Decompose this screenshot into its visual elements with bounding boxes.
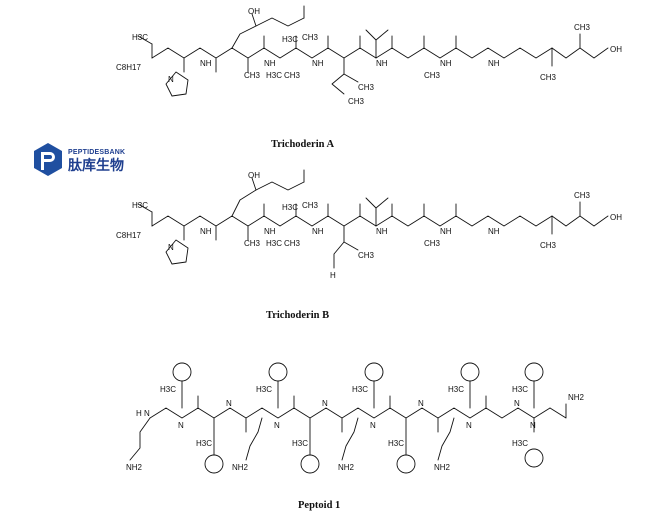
peptoid-1-h3c-1: H3C [160,385,176,394]
trichoderin-a-ch3-f: CH3 [424,71,441,80]
peptoid-1-nh2-d: NH2 [434,463,451,472]
trichoderin-b-h3c-c: H3C [266,239,282,248]
peptoid-1-n5: N [370,421,376,430]
trichoderin-b-ch3-b: CH3 [302,201,319,210]
logo-letter-p-icon [41,152,55,170]
trichoderin-a-nh5: NH [440,59,452,68]
trichoderin-a-caption: Trichoderin A [271,139,335,150]
logo-brand-en: PEPTIDESBANK [68,149,125,156]
peptoid-1-n9: N [530,421,536,430]
peptoid-1-n1: N [178,421,184,430]
trichoderin-b-h3c-b: H3C [282,203,298,212]
peptoid-1-n4: N [322,399,328,408]
trichoderin-b-nh2: NH [264,227,276,236]
peptoid-1-h3c-2: H3C [196,439,212,448]
trichoderin-b-nh4: NH [376,227,388,236]
peptoid-1-n8: N [514,399,520,408]
trichoderin-b-oh-side: OH [248,171,260,180]
trichoderin-b-alkyl: C8H17 [116,231,141,240]
peptoid-1-amide-end: NH2 [568,393,585,402]
peptoid-1-h3c-5: H3C [352,385,368,394]
peptidesbank-logo: PEPTIDESBANK 肽库生物 [34,143,125,176]
trichoderin-a-backbone [151,47,553,59]
trichoderin-a-nh2: NH [264,59,276,68]
peptoid-1-nh2-c: NH2 [338,463,355,472]
peptoid-1-nh2-b: NH2 [232,463,249,472]
trichoderin-a-ch3-d: CH3 [358,83,375,92]
trichoderin-a-ch3-b: CH3 [302,33,319,42]
trichoderin-b-ch3-a: CH3 [244,239,261,248]
trichoderin-b-ch3-c: CH3 [284,239,301,248]
peptoid-1-caption: Peptoid 1 [298,500,340,511]
trichoderin-b-nh3: NH [312,227,324,236]
peptoid-1-n7: N [466,421,472,430]
peptoid-1-h3c-6: H3C [388,439,404,448]
trichoderin-b-oh-end: OH [610,213,622,222]
trichoderin-a-ch3-e: CH3 [348,97,365,106]
peptoid-1-n3: N [274,421,280,430]
trichoderin-a-n-pro: N [168,75,174,84]
peptoid-1-h3c-7: H3C [448,385,464,394]
trichoderin-b-backbone [151,215,553,227]
trichoderin-b-nh1: NH [200,227,212,236]
trichoderin-a-ch3-c: CH3 [284,71,301,80]
trichoderin-a-structure: C8H17 N OH OH NH NH NH NH NH NH H3C CH3 … [116,5,622,150]
trichoderin-b-ch3-e: CH3 [424,239,441,248]
trichoderin-a-nh4: NH [376,59,388,68]
peptoid-1-structure: H N NH2 NH2 NH2 NH2 NH2 N N N N N N N N … [126,362,585,511]
trichoderin-a-nh3: NH [312,59,324,68]
trichoderin-b-nh6: NH [488,227,500,236]
trichoderin-b-ch3-g: CH3 [574,191,591,200]
peptoid-1-n6: N [418,399,424,408]
peptoid-1-n2: N [226,399,232,408]
trichoderin-b-ch3-f: CH3 [540,241,557,250]
peptoid-1-nh-start: H N [136,409,150,418]
trichoderin-b-caption: Trichoderin B [266,310,329,321]
peptoid-1-nh2-a: NH2 [126,463,143,472]
trichoderin-a-nh6: NH [488,59,500,68]
trichoderin-a-h3c-b: H3C [282,35,298,44]
peptoid-1-h3c-3: H3C [256,385,272,394]
trichoderin-a-alkyl: C8H17 [116,63,141,72]
trichoderin-a-nh1: NH [200,59,212,68]
trichoderin-a-h3c-a: H3C [132,33,148,42]
trichoderin-a-ch3-h: CH3 [574,23,591,32]
peptoid-1-backbone [149,407,551,419]
trichoderin-a-h3c-c: H3C [266,71,282,80]
trichoderin-a-oh-end: OH [610,45,622,54]
logo-brand-zh: 肽库生物 [68,157,124,174]
peptoid-1-h3c-4: H3C [292,439,308,448]
trichoderin-b-ch3-d: CH3 [358,251,375,260]
trichoderin-a-oh-side: OH [248,7,260,16]
trichoderin-b-structure: C8H17 N OH OH H NH NH NH NH NH NH H3C CH… [116,169,622,321]
trichoderin-b-h: H [330,271,336,280]
peptoid-1-h3c-9: H3C [512,439,528,448]
trichoderin-a-ch3-g: CH3 [540,73,557,82]
trichoderin-b-h3c-a: H3C [132,201,148,210]
trichoderin-b-nh5: NH [440,227,452,236]
trichoderin-a-ch3-a: CH3 [244,71,261,80]
peptoid-1-h3c-8: H3C [512,385,528,394]
trichoderin-b-n-pro: N [168,243,174,252]
